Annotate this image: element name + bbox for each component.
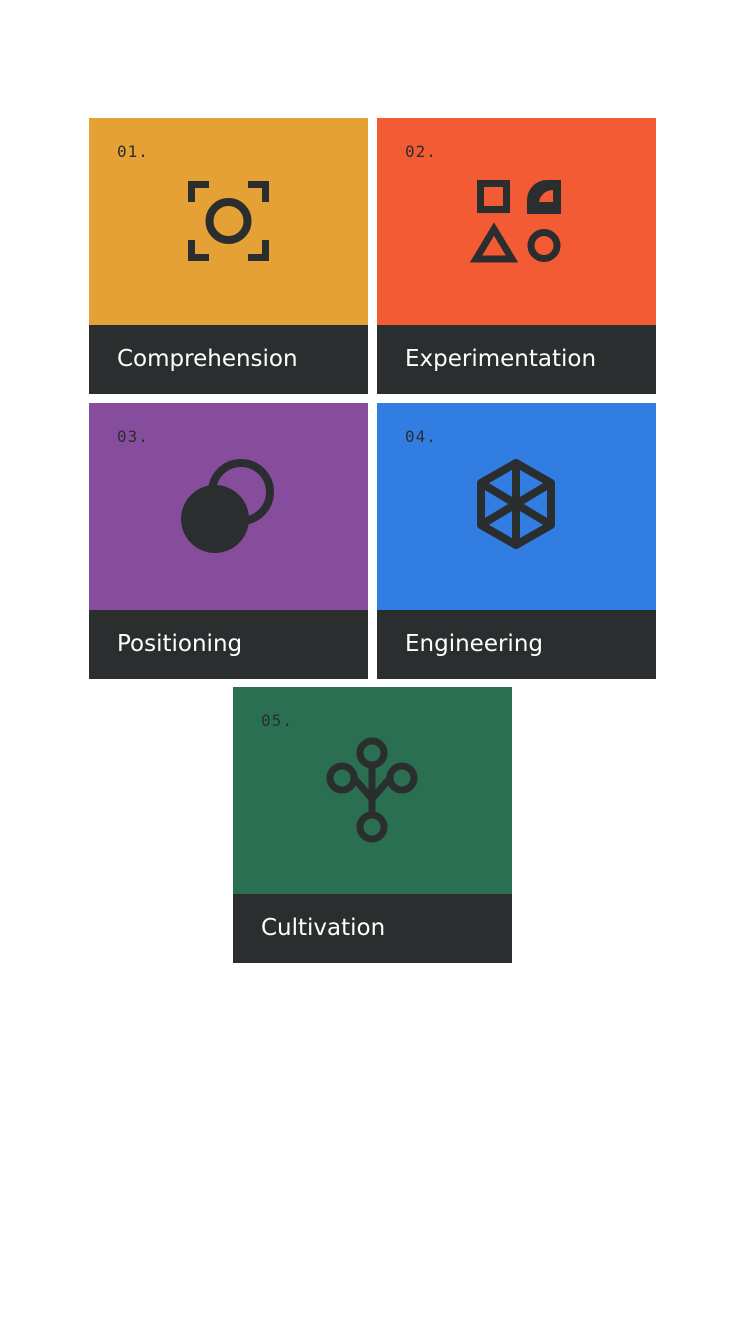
branch-nodes-icon <box>326 737 418 843</box>
card-number: 02. <box>405 142 437 161</box>
card-number: 05. <box>261 711 293 730</box>
card-label-bar: Positioning <box>89 610 368 679</box>
card-cultivation[interactable]: 05. Cultivation <box>233 687 512 963</box>
card-label-bar: Comprehension <box>89 325 368 394</box>
card-label-bar: Engineering <box>377 610 656 679</box>
card-label-bar: Cultivation <box>233 894 512 963</box>
hexagon-icon <box>477 459 555 549</box>
card-comprehension[interactable]: 01. Comprehension <box>89 118 368 394</box>
card-title: Comprehension <box>117 346 298 372</box>
card-label-bar: Experimentation <box>377 325 656 394</box>
card-number: 01. <box>117 142 149 161</box>
card-engineering[interactable]: 04. Engineering <box>377 403 656 679</box>
card-title: Experimentation <box>405 346 597 372</box>
shapes-icon <box>469 180 561 263</box>
card-image-area: 05. <box>233 687 512 894</box>
card-title: Positioning <box>117 631 243 657</box>
card-title: Cultivation <box>261 915 386 941</box>
card-experimentation[interactable]: 02. Experimentation <box>377 118 656 394</box>
focus-target-icon <box>188 181 269 261</box>
card-image-area: 02. <box>377 118 656 325</box>
card-image-area: 03. <box>89 403 368 610</box>
card-image-area: 04. <box>377 403 656 610</box>
card-number: 03. <box>117 427 149 446</box>
card-positioning[interactable]: 03. Positioning <box>89 403 368 679</box>
overlapping-circles-icon <box>181 459 274 553</box>
card-image-area: 01. <box>89 118 368 325</box>
card-number: 04. <box>405 427 437 446</box>
card-title: Engineering <box>405 631 543 657</box>
